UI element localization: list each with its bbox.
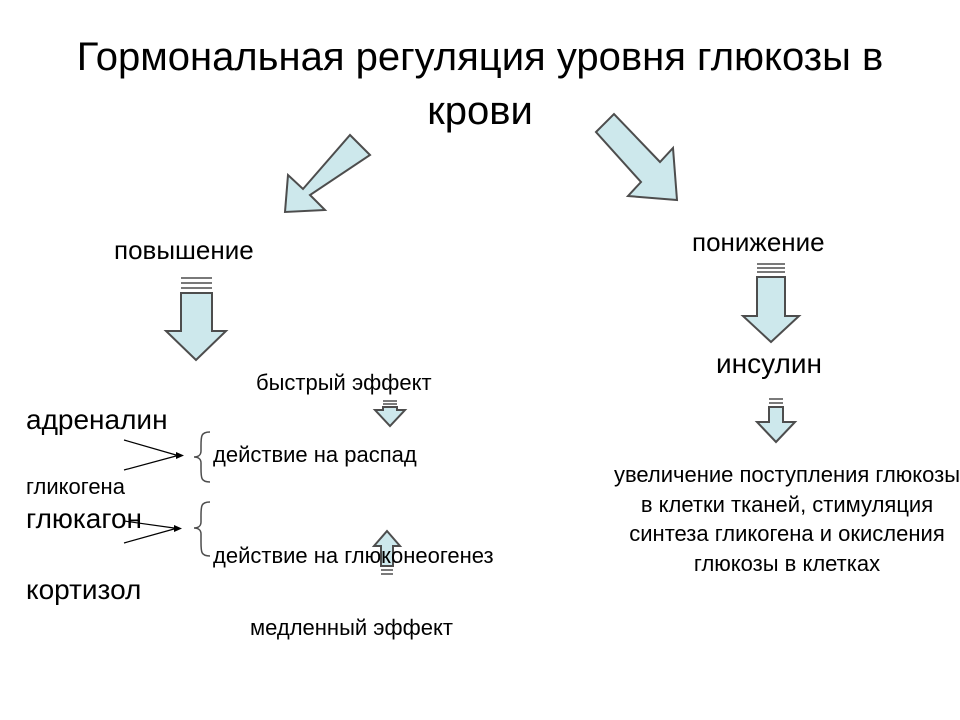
brace-bottom [193,501,211,557]
label-fast-effect: быстрый эффект [256,370,432,395]
arrow-up-slow-effect [371,529,403,575]
label-cortisol: кортизол [26,574,142,605]
label-decrease: понижение [692,227,825,257]
label-slow-effect: медленный эффект [250,615,453,640]
label-glycogen: гликогена [26,474,125,499]
connector-lines-bottom [123,520,182,544]
brace-top [193,431,211,483]
arrow-down-right [594,112,679,202]
label-action-gluconeogenesis: действие на глюконеогенез [213,543,494,568]
arrow-down-decrease [740,263,802,344]
connector-lines-top [123,439,184,471]
page-title: Гормональная регуляция уровня глюкозы в … [76,35,884,133]
label-glucagon: глюкагон [26,503,143,534]
arrow-down-insulin [754,398,798,444]
arrow-down-increase [163,277,229,362]
arrow-down-left [283,133,372,214]
label-action-breakdown: действие на распад [213,442,417,467]
insulin-effect-text: увеличение поступления глюкозы в клетки … [613,462,960,576]
arrow-down-fast-effect [372,400,408,428]
label-adrenaline: адреналин [26,404,168,435]
label-insulin: инсулин [716,348,822,379]
label-increase: повышение [114,235,254,265]
